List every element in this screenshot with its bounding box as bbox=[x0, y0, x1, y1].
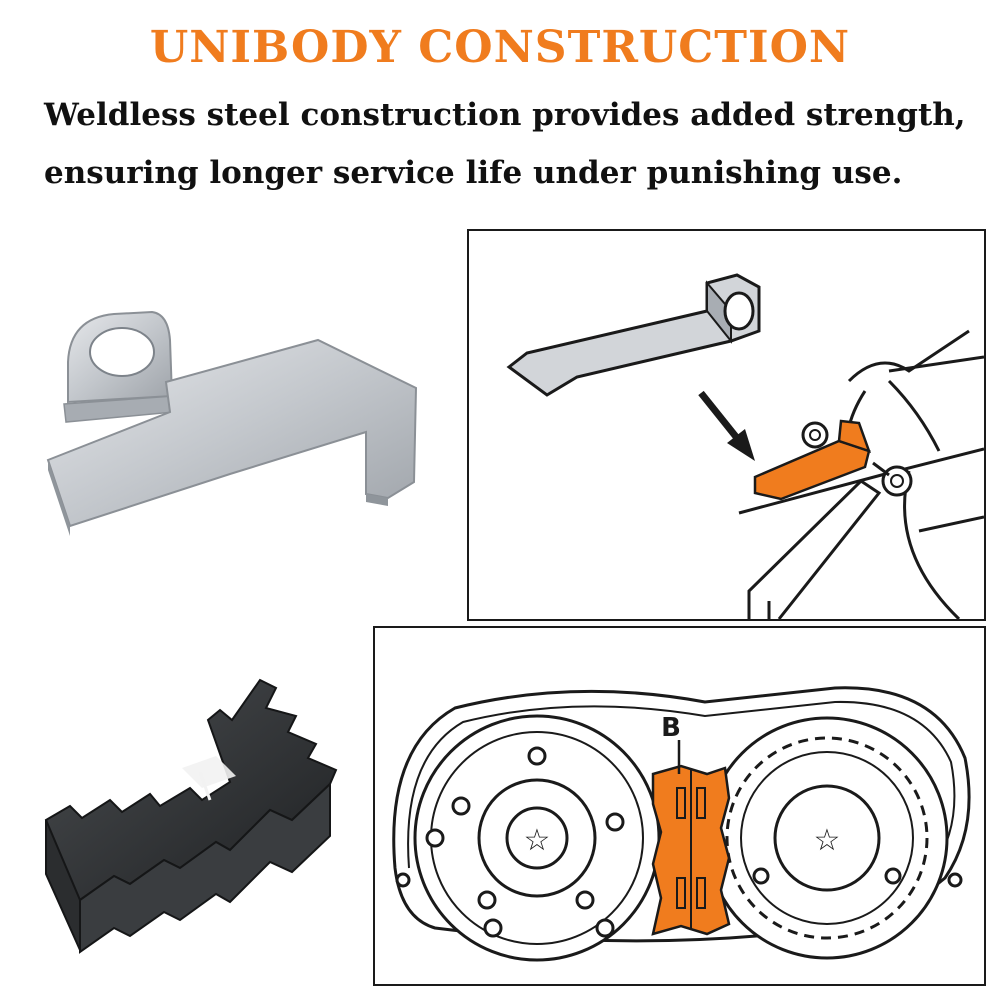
installation-diagram-plate bbox=[467, 229, 986, 621]
mounting-hole bbox=[89, 327, 155, 377]
svg-text:☆: ☆ bbox=[814, 823, 841, 858]
right-cam-gear: ☆ bbox=[705, 716, 963, 960]
description-line-2: ensuring longer service life under punis… bbox=[44, 155, 903, 191]
callout-label: B bbox=[661, 713, 681, 743]
description-line-1: Weldless steel construction provides add… bbox=[44, 97, 966, 133]
description: Weldless steel construction provides add… bbox=[44, 86, 984, 202]
cam-locking-tool-photo bbox=[44, 678, 338, 954]
arrow-icon bbox=[698, 390, 744, 446]
tool-illustration bbox=[506, 273, 761, 397]
headline: UNIBODY CONSTRUCTION bbox=[149, 22, 851, 73]
installation-diagram-camshaft: ☆ ☆ B bbox=[373, 626, 986, 986]
timing-plate-photo bbox=[46, 310, 418, 536]
star-icon: ☆ bbox=[524, 823, 551, 858]
